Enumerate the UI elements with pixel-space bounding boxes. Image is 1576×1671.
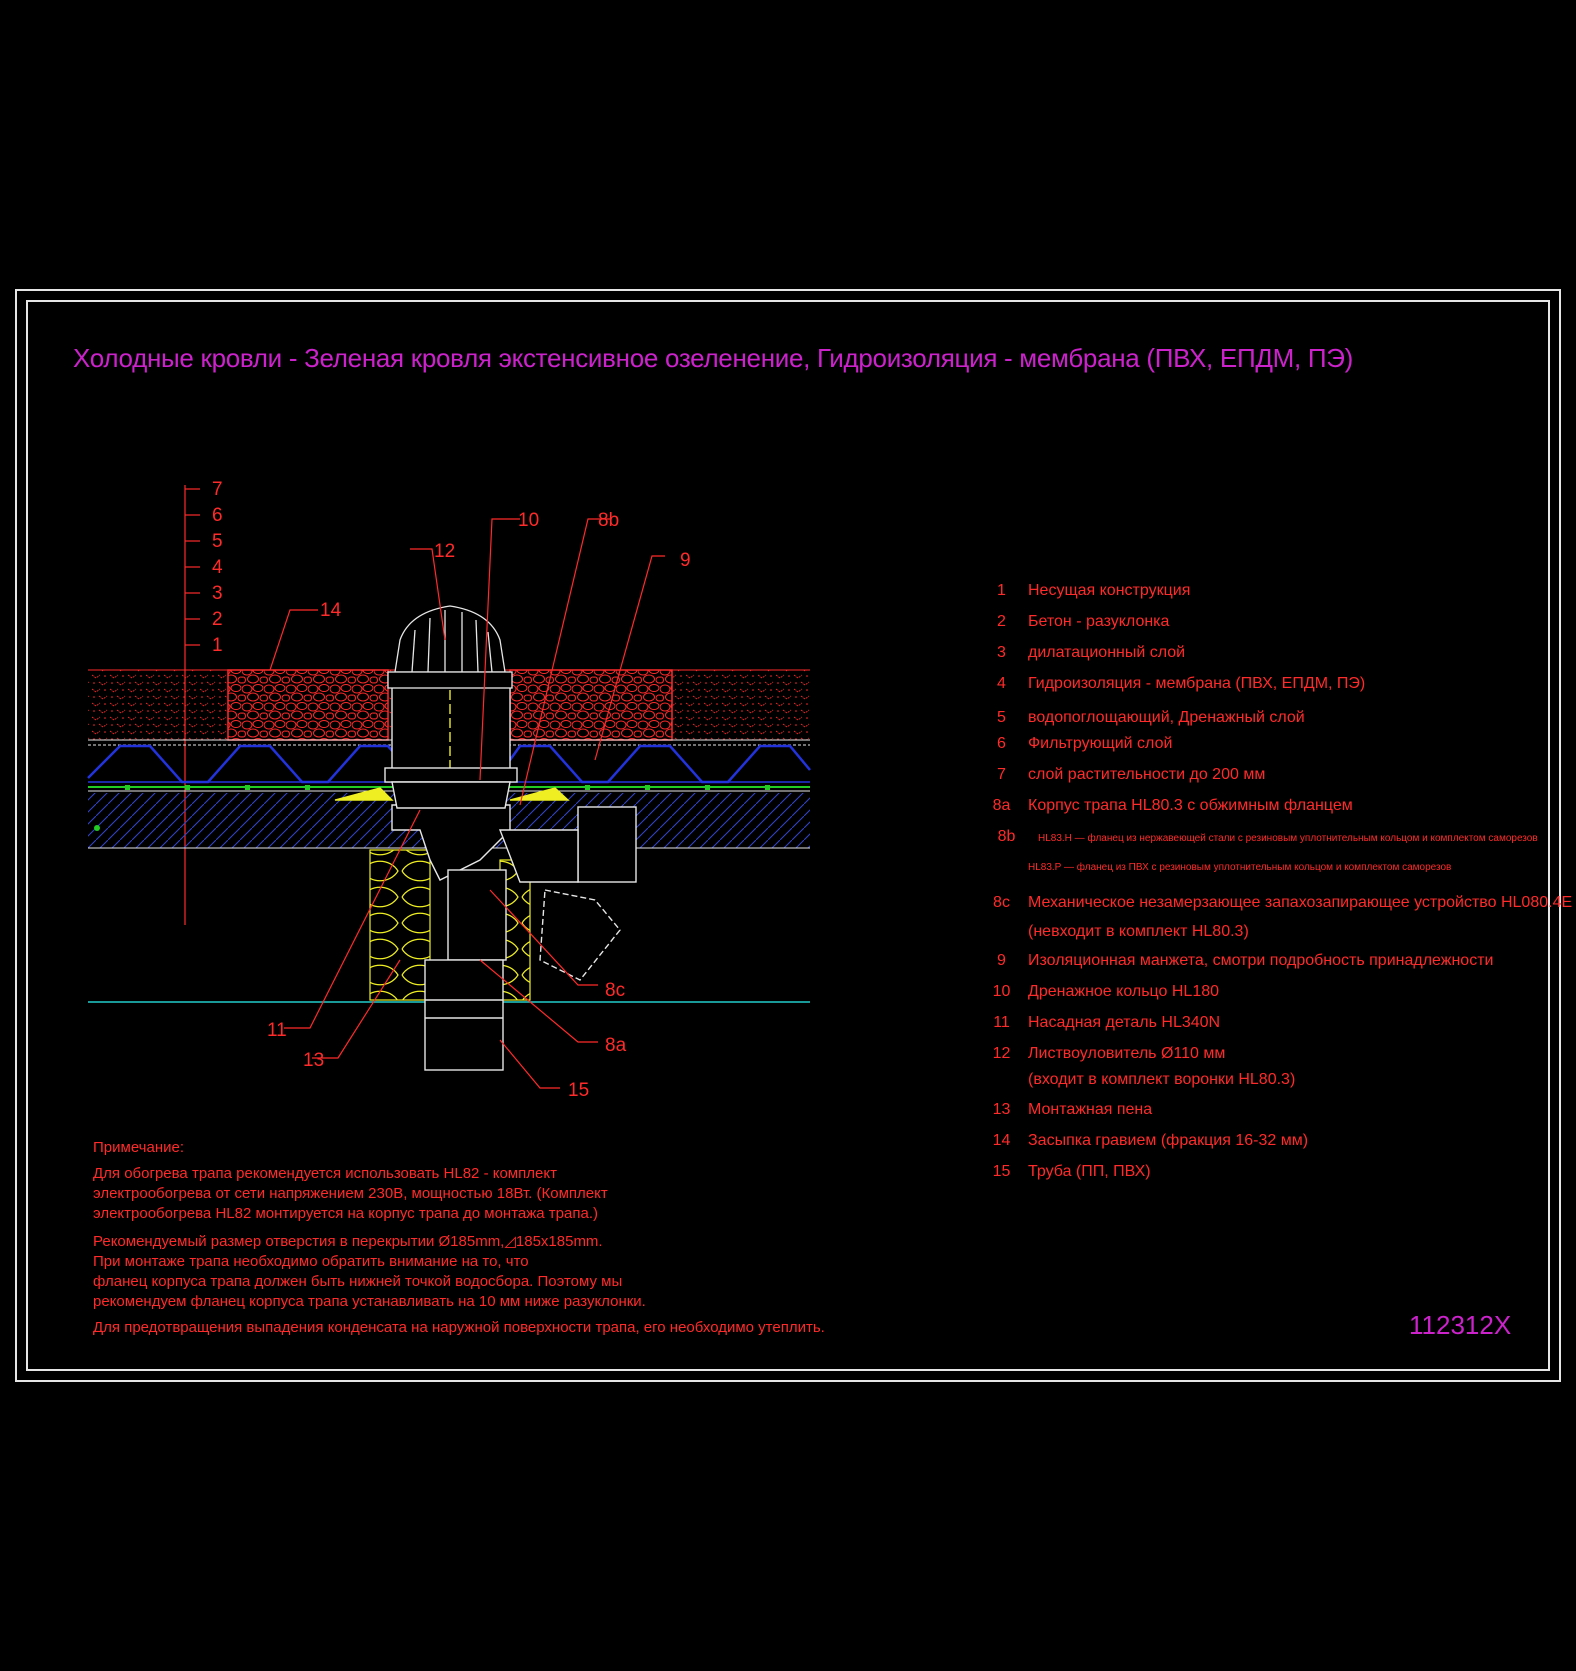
- callout-14: 14: [320, 600, 342, 621]
- note-line: рекомендуем фланец корпуса трапа устанав…: [93, 1293, 646, 1310]
- callout-12: 12: [434, 541, 455, 562]
- layer-label-4: 4: [212, 557, 223, 578]
- note-line: электрообогрева от сети напряжением 230В…: [93, 1185, 608, 1202]
- drain-shaft: [391, 681, 511, 778]
- note-line: Для обогрева трапа рекомендуется использ…: [93, 1165, 557, 1182]
- leaf-guard: [387, 605, 513, 689]
- notes: Примечание: Для обогрева трапа рекоменду…: [93, 1138, 825, 1338]
- layer-label-6: 6: [212, 505, 223, 526]
- layer-label-1: 1: [212, 635, 223, 656]
- outer-frame: [15, 289, 1561, 1382]
- legend-item: HL83.P — фланец из ПВХ с резиновым уплот…: [1028, 862, 1452, 873]
- inner-frame: [26, 300, 1550, 1371]
- callout-leaders: [269, 518, 665, 1089]
- callout-11: 11: [267, 1020, 287, 1041]
- drawing-code: 112312X: [1409, 1310, 1512, 1340]
- callout-8a: 8a: [605, 1035, 627, 1056]
- layer-label-3: 3: [212, 583, 223, 604]
- legend-item: (невходит в комплект HL80.3): [1028, 923, 1249, 940]
- callout-13: 13: [303, 1050, 324, 1071]
- gravel-backfill-right: [510, 670, 672, 740]
- drainage-ring: [334, 767, 570, 809]
- layer-label-2: 2: [212, 609, 223, 630]
- drawing-title: Холодные кровли - Зеленая кровля экстенс…: [73, 343, 1353, 373]
- legend-item: (входит в комплект воронки HL80.3): [1028, 1071, 1296, 1088]
- note-line: электрообогрева HL82 монтируется на корп…: [93, 1205, 598, 1222]
- note-line: При монтаже трапа необходимо обратить вн…: [93, 1253, 529, 1270]
- gravel-backfill-left: [228, 670, 388, 740]
- notes-heading: Примечание:: [93, 1139, 184, 1156]
- callout-8c: 8c: [605, 980, 625, 1001]
- callout-15: 15: [568, 1080, 589, 1101]
- callout-8b: 8b: [598, 510, 619, 531]
- callout-9: 9: [680, 550, 691, 571]
- layer-label-7: 7: [212, 479, 223, 500]
- callout-10: 10: [518, 510, 539, 531]
- layer-label-5: 5: [212, 531, 223, 552]
- note-line: Для предотвращения выпадения конденсата …: [93, 1319, 825, 1336]
- note-line: фланец корпуса трапа должен быть нижней …: [93, 1273, 623, 1290]
- drain-body: [391, 804, 637, 1071]
- mounting-foam-left: [370, 850, 430, 1000]
- note-line: Рекомендуемый размер отверстия в перекры…: [93, 1233, 603, 1250]
